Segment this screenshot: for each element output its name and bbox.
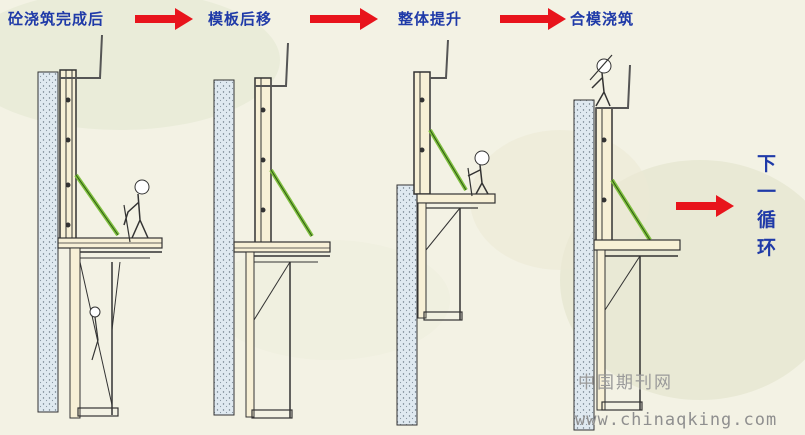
step-label-4: 合模浇筑 bbox=[570, 10, 635, 28]
next-cycle-label: 下 一 循 环 bbox=[757, 150, 787, 262]
stage-1 bbox=[37, 34, 163, 419]
next-cycle-char-3: 循 bbox=[757, 209, 777, 231]
formwork-panel bbox=[59, 69, 77, 241]
concrete-wall bbox=[213, 79, 235, 416]
step-label-3: 整体提升 bbox=[398, 10, 463, 28]
worker-figure bbox=[474, 150, 490, 166]
stage-3 bbox=[396, 39, 496, 426]
step-arrow-1 bbox=[135, 8, 193, 30]
concrete-wall bbox=[37, 71, 59, 413]
stage-4 bbox=[573, 54, 681, 431]
step-label-2: 模板后移 bbox=[208, 10, 273, 28]
step-label-1: 砼浇筑完成后 bbox=[8, 10, 105, 28]
step-arrow-3 bbox=[500, 8, 566, 30]
worker-figure bbox=[596, 58, 612, 74]
next-cycle-arrow bbox=[676, 195, 734, 217]
next-cycle-char-2: 一 bbox=[757, 181, 777, 203]
formwork-panel bbox=[595, 107, 613, 244]
next-cycle-char-4: 环 bbox=[757, 237, 777, 259]
next-cycle-char-1: 下 bbox=[757, 153, 777, 175]
step-arrow-2 bbox=[310, 8, 378, 30]
concrete-wall bbox=[573, 99, 595, 431]
stage-2 bbox=[213, 42, 331, 419]
concrete-wall bbox=[396, 184, 418, 426]
formwork-panel bbox=[413, 71, 431, 195]
worker-figure bbox=[134, 179, 150, 195]
watermark-cn: 中国期刊网 bbox=[578, 373, 673, 393]
watermark-url: www.chinaqking.com bbox=[575, 410, 778, 430]
